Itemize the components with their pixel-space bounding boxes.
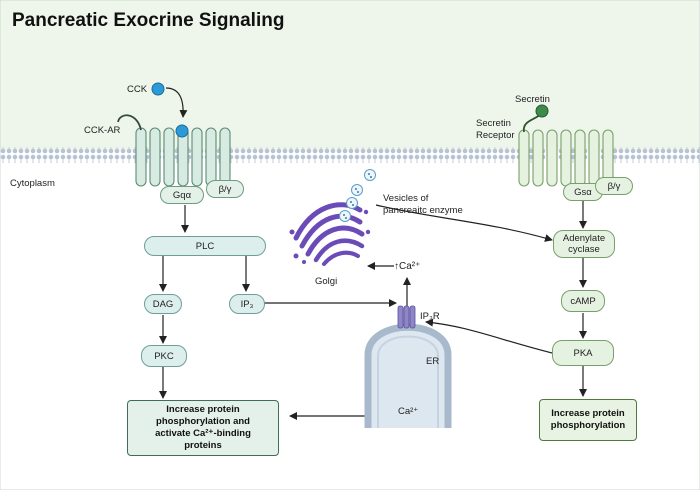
dag-node: DAG (144, 294, 182, 314)
adenylate-cyclase-node: Adenylate cyclase (553, 230, 615, 258)
ip3r-label: IP₃R (420, 311, 440, 322)
plc-node: PLC (144, 236, 266, 256)
left-outcome-line4: proteins (184, 440, 222, 451)
cck-receptor-n-terminus (117, 114, 142, 131)
ca-increase-label: ↑Ca²⁺ (394, 261, 421, 272)
secretin-receptor-label-line1: Secretin (476, 118, 511, 129)
cytoplasm-label: Cytoplasm (10, 178, 55, 189)
pkc-node: PKC (141, 345, 187, 367)
cck-ligand (151, 82, 165, 96)
golgi-label: Golgi (315, 276, 338, 287)
vesicles-label-line2: pancreaitc enzyme (383, 205, 463, 216)
beta-gamma-left-node: β/γ (206, 180, 244, 198)
camp-node: cAMP (561, 290, 605, 312)
pka-node: PKA (552, 340, 614, 366)
ip3-receptor-channel (397, 305, 416, 329)
secretin-receptor (518, 129, 614, 187)
diagram-title: Pancreatic Exocrine Signaling (12, 10, 285, 31)
left-outcome-box: Increase protein phosphorylation and act… (127, 400, 279, 456)
right-outcome-line1: Increase protein (551, 408, 625, 419)
er-calcium-label: Ca²⁺ (398, 406, 419, 417)
cck-binding-arrow (165, 87, 188, 118)
left-outcome-line2: phosphorylation and (156, 416, 250, 427)
cck-receptor (135, 127, 231, 187)
adenylate-cyclase-line1: Adenylate (562, 233, 606, 244)
adenylate-cyclase-line2: cyclase (568, 244, 600, 255)
ip3-node: IP₃ (229, 294, 265, 314)
beta-gamma-right-node: β/γ (595, 177, 633, 195)
extracellular-region (0, 0, 700, 150)
enzyme-vesicles (339, 169, 376, 222)
secretin-ligand (535, 104, 549, 118)
left-outcome-line1: Increase protein (166, 404, 240, 415)
er-label: ER (426, 356, 440, 367)
secretin-receptor-label-line2: Receptor (476, 130, 515, 141)
right-outcome-box: Increase protein phosphorylation (539, 399, 637, 441)
golgi-apparatus (293, 202, 365, 266)
cck-label: CCK (127, 84, 148, 95)
left-outcome-line3: activate Ca²⁺-binding (155, 428, 251, 439)
cck-ar-label: CCK-AR (84, 125, 121, 136)
vesicles-label-line1: Vesicles of (383, 193, 429, 204)
secretin-label: Secretin (515, 94, 550, 105)
cck-bound-ligand (175, 124, 189, 138)
right-outcome-line2: phosphorylation (550, 420, 626, 431)
gq-alpha-node: Gqα (160, 186, 204, 204)
